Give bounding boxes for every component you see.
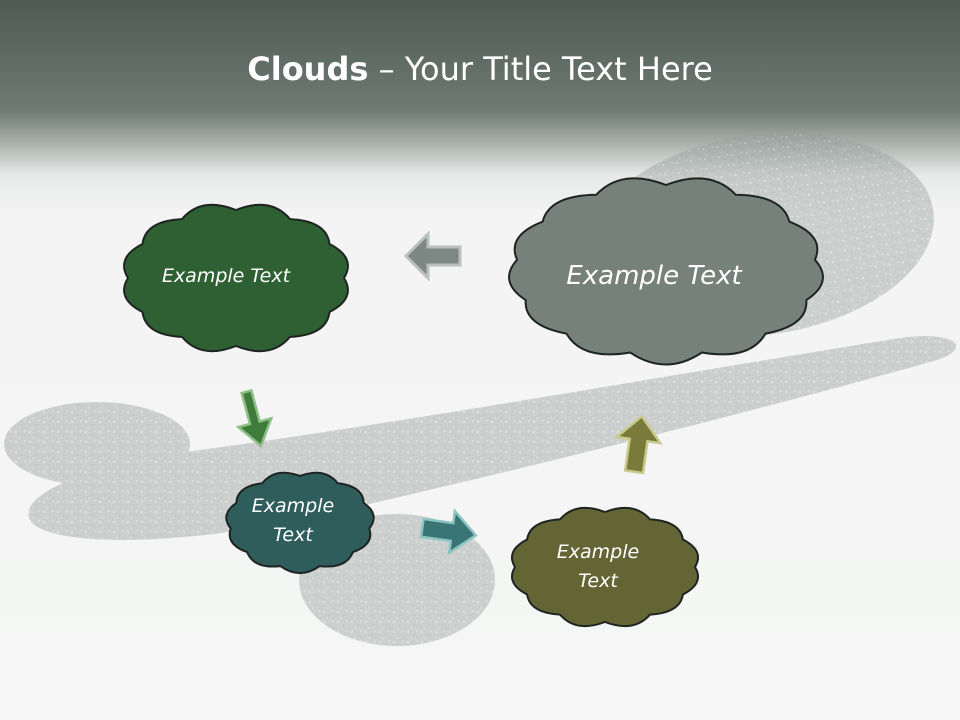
cloud-olive[interactable] [511,506,699,628]
slide-title[interactable]: Clouds – Your Title Text Here [0,50,960,88]
arrow-down-icon [235,388,274,448]
cloud-green-shape [123,203,349,353]
cloud-green[interactable] [123,203,349,353]
cloud-gray[interactable] [508,177,824,366]
cloud-gray-text: Example Text [566,261,742,291]
arrow-left-gray[interactable] [403,230,462,282]
title-rest: – Your Title Text Here [368,50,713,88]
arrow-left-icon [403,230,462,282]
arrow-up-olive[interactable] [612,413,663,475]
cloud-teal[interactable] [225,471,375,575]
stone-left [4,402,190,486]
cloud-teal-text-line1: Example [252,495,334,517]
cloud-teal-text-line2: Text [273,524,314,546]
title-bold: Clouds [247,50,369,88]
cloud-olive-text-line2: Text [578,570,619,592]
cloud-olive-shape [511,506,699,628]
cloud-green-text: Example Text [162,265,292,287]
cloud-olive-text-line1: Example [557,541,639,563]
arrow-up-icon [613,414,663,475]
cloud-teal-shape [225,471,375,575]
arrow-right-icon [419,508,478,556]
arrow-right-teal[interactable] [419,507,478,556]
stones-background [4,133,957,646]
cloud-gray-shape [508,177,824,366]
arrow-down-green[interactable] [230,387,277,450]
